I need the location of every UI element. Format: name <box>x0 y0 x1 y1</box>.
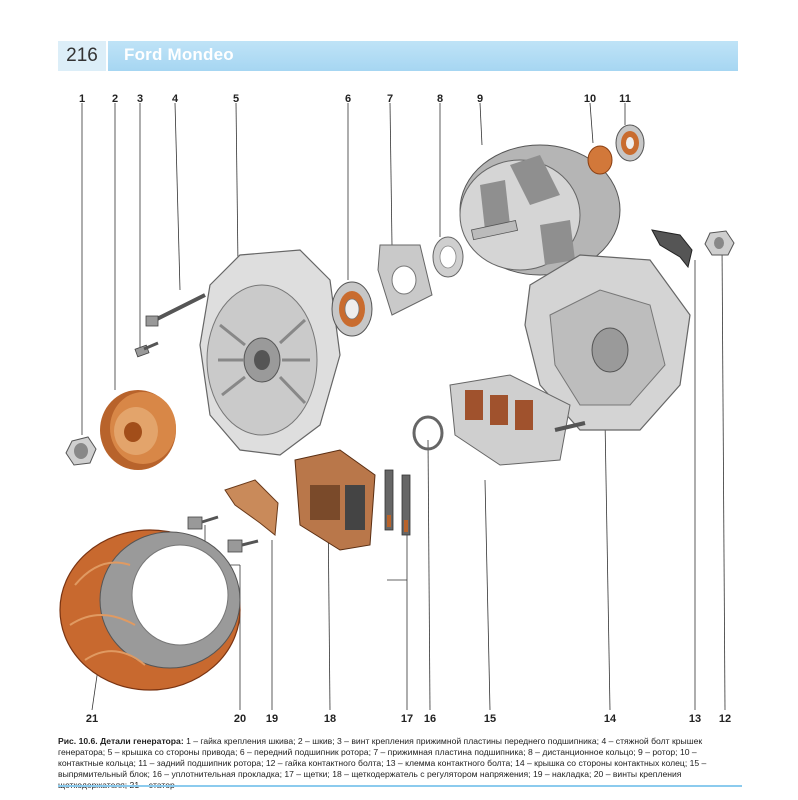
callout-1: 1 <box>78 93 86 105</box>
holder-screws <box>187 515 259 553</box>
callout-17: 17 <box>400 713 414 725</box>
rear-bearing <box>615 124 645 162</box>
leader-lines <box>81 102 726 711</box>
callout-13: 13 <box>688 713 702 725</box>
callout-16: 16 <box>423 713 437 725</box>
pulley-nut <box>65 436 97 466</box>
callout-20: 20 <box>233 713 247 725</box>
exploded-view-figure: 1 2 3 4 5 6 7 8 9 10 11 12 13 14 15 16 1… <box>40 85 760 735</box>
callout-18: 18 <box>323 713 337 725</box>
seal-gasket <box>412 415 444 451</box>
callout-7: 7 <box>386 93 394 105</box>
callout-6: 6 <box>344 93 352 105</box>
front-bearing <box>331 281 373 337</box>
bearing-plate <box>377 244 433 316</box>
page-number: 216 <box>58 41 106 71</box>
callout-15: 15 <box>483 713 497 725</box>
callout-11: 11 <box>619 93 631 105</box>
brushes <box>384 469 411 536</box>
stator <box>59 529 241 691</box>
page-header: 216 Ford Mondeo <box>58 41 738 71</box>
callout-14: 14 <box>603 713 617 725</box>
slip-ring-end-cover <box>524 254 691 431</box>
rotor <box>459 144 621 276</box>
callout-2: 2 <box>111 93 119 105</box>
spacer-ring <box>432 236 464 278</box>
figure-caption: Рис. 10.6. Детали генератора: 1 – гайка … <box>58 736 742 791</box>
callout-4: 4 <box>171 93 179 105</box>
callout-3: 3 <box>136 93 144 105</box>
callout-8: 8 <box>436 93 444 105</box>
bearing-screw <box>134 341 159 358</box>
terminal-clip <box>651 229 693 269</box>
through-bolt <box>145 293 206 327</box>
pulley <box>100 390 176 470</box>
callout-9: 9 <box>476 93 484 105</box>
generator-parts-illustration <box>59 102 735 711</box>
callout-21: 21 <box>85 713 99 725</box>
caption-label: Рис. 10.6. Детали генератора: <box>58 736 184 746</box>
book-title: Ford Mondeo <box>124 45 234 64</box>
callout-12: 12 <box>718 713 732 725</box>
rectifier-block <box>449 374 586 466</box>
brush-holder <box>294 449 376 551</box>
bottom-rule <box>58 785 742 787</box>
callout-5: 5 <box>232 93 240 105</box>
callout-19: 19 <box>265 713 279 725</box>
title-bar: Ford Mondeo <box>108 41 738 71</box>
terminal-nut <box>704 230 735 256</box>
drive-end-cover <box>199 249 341 456</box>
callout-10: 10 <box>583 93 597 105</box>
holder-cover <box>224 479 279 536</box>
